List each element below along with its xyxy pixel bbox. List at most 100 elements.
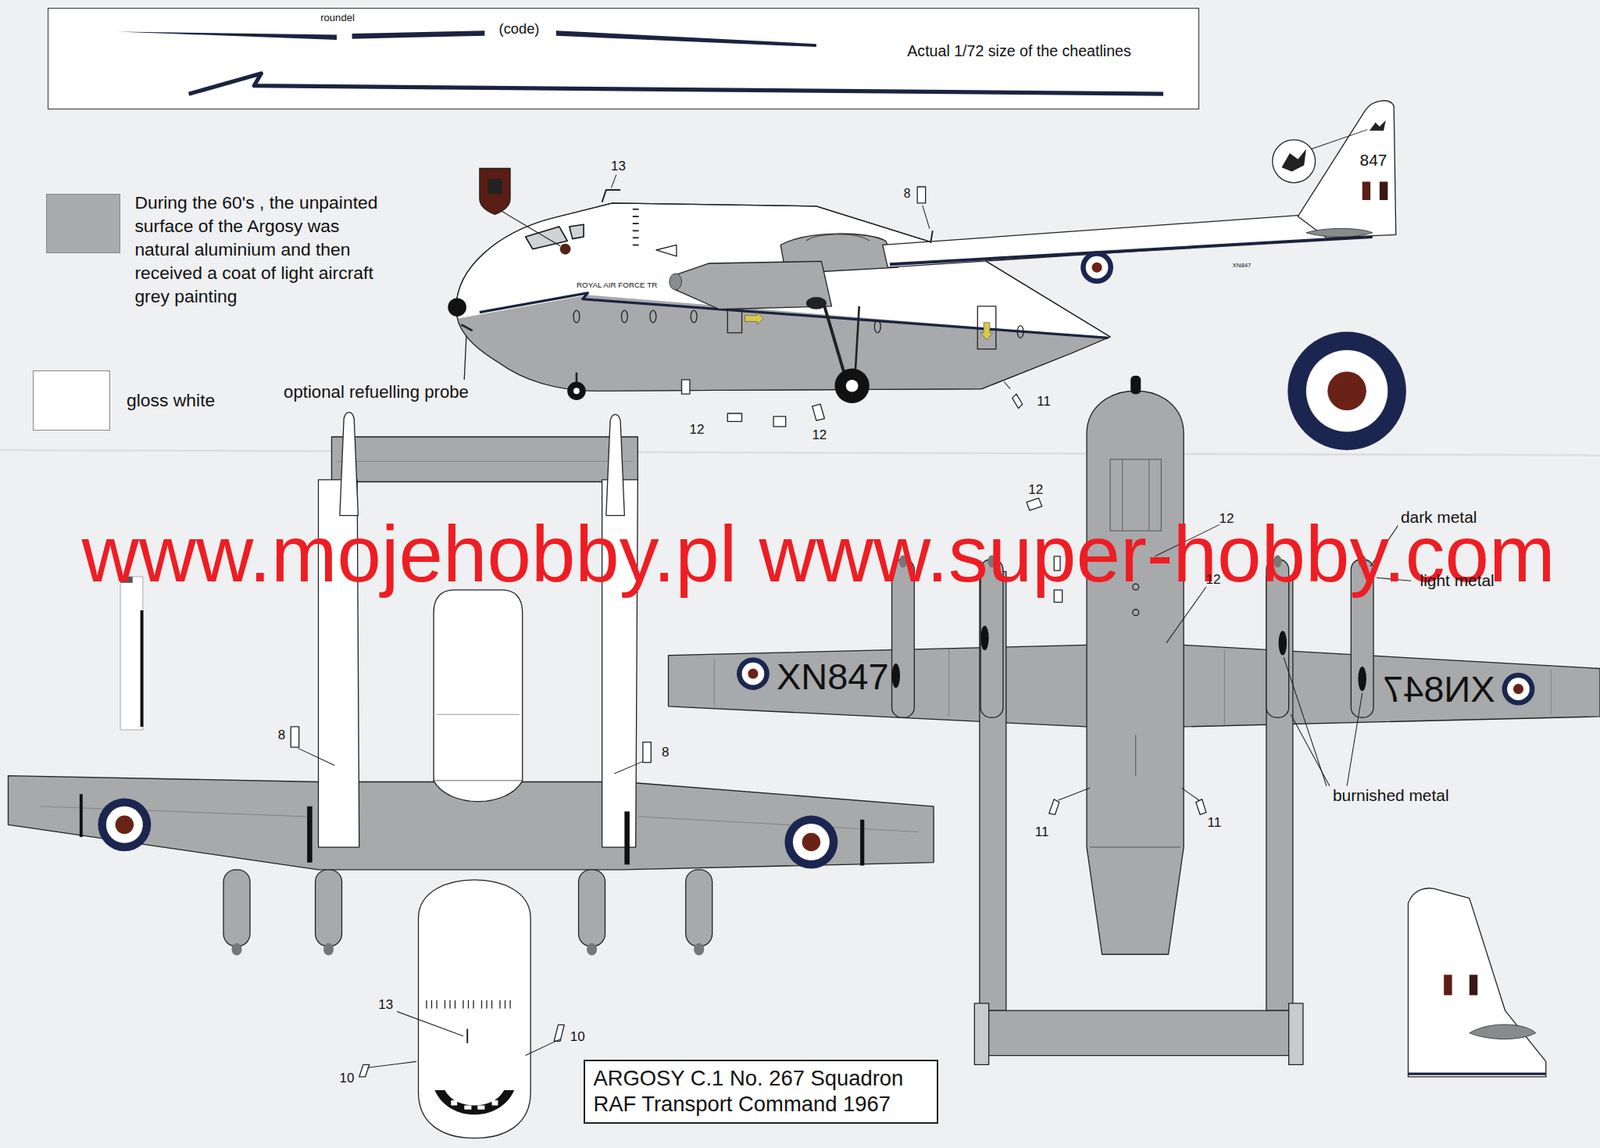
- bottom-view-part: [1290, 714, 1330, 786]
- bottom-view-part: [948, 649, 950, 717]
- top-view-part: [637, 816, 918, 833]
- side-view-part: [464, 335, 467, 380]
- side-view-part: [727, 413, 742, 422]
- side-view-part: [1379, 181, 1388, 200]
- bottom-view-part: [1346, 692, 1363, 786]
- top-view-part: [477, 1105, 485, 1110]
- callout-number: 12: [811, 427, 827, 443]
- top-view-part: [339, 412, 359, 516]
- top-view-part: [396, 1010, 464, 1036]
- panel-note: (code): [499, 20, 540, 38]
- fin-detail-part: [1469, 974, 1478, 995]
- side-view-part: [573, 387, 580, 394]
- top-view-part: [297, 747, 335, 765]
- top-view-part: [606, 414, 625, 515]
- callout-number: 12: [689, 421, 705, 438]
- bottom-view-part: [977, 1010, 1302, 1055]
- side-view-part: [681, 379, 690, 394]
- cheatline-panel: roundel (code) Actual 1/72 size of the che…: [47, 7, 1199, 109]
- legend-text: gloss white: [126, 388, 215, 412]
- top-view-part: [784, 815, 838, 869]
- bottom-view-part: [1132, 609, 1140, 616]
- bottom-view-part: [1086, 390, 1184, 954]
- side-view-part: [500, 210, 561, 247]
- drawing-scale: [0, 7, 1600, 1138]
- wing-serial: XN847: [1382, 667, 1496, 711]
- fin-detail-part: [1407, 888, 1546, 1077]
- side-view-part: [1080, 250, 1114, 284]
- decal-strip-part: [120, 576, 143, 730]
- top-view-part: [436, 714, 520, 715]
- panel-note: roundel: [320, 11, 355, 25]
- top-view-part: [434, 1089, 515, 1115]
- metal-note: light metal: [1420, 571, 1495, 590]
- legend-swatch: [32, 370, 111, 431]
- top-view-part: [553, 1024, 565, 1041]
- side-view-part: [447, 297, 467, 317]
- caption-text: ARGOSY C.1 No. 267 Squadron RAF Transpor…: [592, 1065, 929, 1118]
- side-view-part: [889, 236, 1373, 265]
- side-view-part: [456, 203, 1111, 391]
- bottom-view-part: [1513, 683, 1524, 694]
- top-view-part: [323, 942, 334, 956]
- top-view-part: [525, 1039, 561, 1056]
- bottom-view-part: [714, 657, 715, 706]
- side-view-part: [1092, 262, 1103, 273]
- cheatline-sample-part: [189, 73, 1164, 94]
- side-view-part: [1012, 393, 1023, 408]
- side-view-part: [1306, 228, 1373, 237]
- metal-note: burnished metal: [1332, 785, 1450, 805]
- top-view-part: [331, 436, 638, 482]
- fin-detail-part: [1443, 974, 1452, 995]
- top-view-part: [860, 819, 865, 866]
- top-view-part: [418, 879, 532, 1138]
- bottom-view-part: [1089, 846, 1181, 848]
- top-view-part: [492, 1100, 499, 1106]
- callout-number: 12: [1219, 510, 1235, 527]
- top-view-part: [106, 806, 143, 843]
- side-view-part: [930, 230, 933, 243]
- callout-number: 12: [1028, 482, 1043, 498]
- cheatline-sample-part: [117, 31, 337, 40]
- bottom-view-part: [1130, 375, 1141, 395]
- bottom-view-part: [1224, 649, 1225, 725]
- roundel-sample-part: [1306, 350, 1388, 432]
- side-view: [447, 100, 1396, 427]
- top-view-part: [802, 832, 822, 852]
- top-view-part: [231, 942, 242, 956]
- side-view-part: [573, 310, 580, 323]
- fin-detail-part: [1407, 1071, 1546, 1075]
- side-view-part: [744, 312, 764, 325]
- panel-note: Actual 1/72 size of the cheatlines: [907, 42, 1131, 61]
- callout-number: 8: [903, 186, 911, 201]
- callout-number: 10: [339, 1070, 355, 1086]
- top-view-part: [336, 460, 633, 462]
- bottom-view-part: [1135, 734, 1136, 775]
- side-view-part: [1281, 149, 1306, 172]
- side-view-part: [1362, 181, 1371, 200]
- bottom-view-part: [1289, 1003, 1304, 1065]
- side-view-part: [610, 174, 617, 188]
- caption-box: ARGOSY C.1 No. 267 Squadron RAF Transpor…: [583, 1059, 939, 1124]
- side-view-part: [977, 306, 997, 350]
- side-view-part: [457, 294, 1108, 391]
- top-view-part: [367, 1060, 417, 1068]
- legend-swatch: [46, 193, 121, 254]
- callout-number: 12: [1206, 571, 1222, 588]
- side-view-part: [882, 214, 1373, 268]
- side-view-part: [567, 381, 586, 400]
- callout-number: 8: [278, 727, 286, 743]
- top-view-part: [7, 775, 934, 870]
- side-view-part: [479, 168, 511, 215]
- roundel-sample: [1287, 331, 1407, 450]
- side-view-part: [846, 379, 859, 393]
- fin-detail: [1407, 888, 1546, 1077]
- watermark: www.mojehobby.pl www.super-hobby.com: [82, 508, 1556, 600]
- bottom-view-part: [1196, 799, 1207, 815]
- side-view-part: [922, 205, 930, 229]
- bottom-view-part: [1181, 787, 1199, 800]
- top-view-part: [359, 1064, 370, 1077]
- cheatline-sample-part: [352, 30, 486, 39]
- side-view-part: [669, 273, 683, 290]
- side-view-part: [773, 416, 786, 427]
